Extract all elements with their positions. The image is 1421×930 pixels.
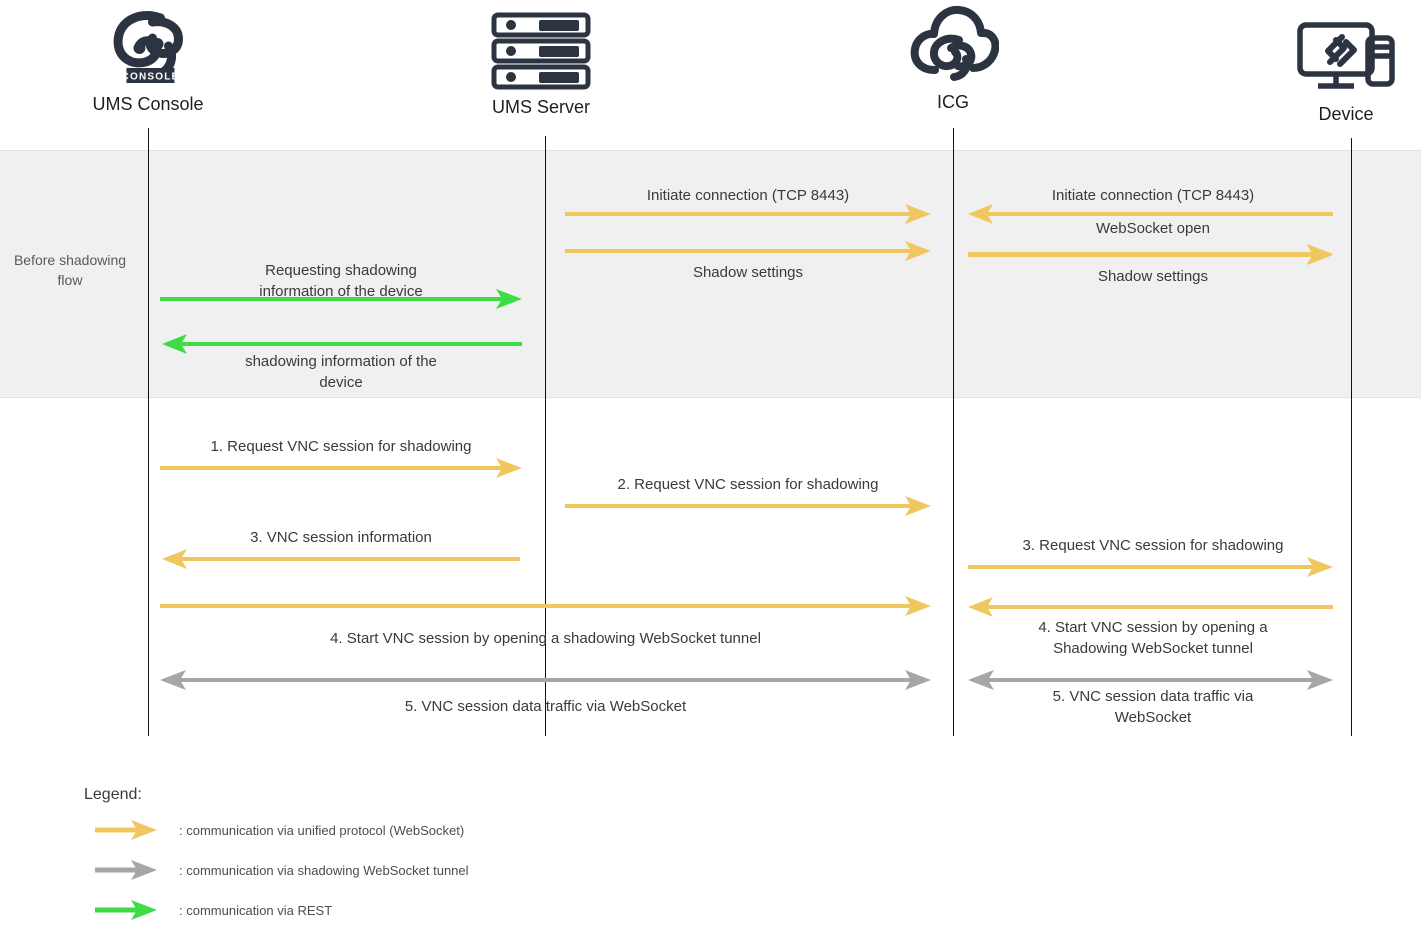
- message-arrow-m6: [160, 288, 522, 310]
- legend-arrow-rest-icon: [95, 900, 157, 920]
- actor-device: Device: [1296, 12, 1396, 125]
- actor-label-device: Device: [1318, 104, 1374, 124]
- message-arrow-m14: [160, 669, 931, 691]
- message-label-m12: 4. Start VNC session by opening a shadow…: [330, 630, 761, 647]
- message-label-m13: 4. Start VNC session by opening a Shadow…: [1038, 619, 1268, 657]
- igel-console-logo-icon: CONSOLE: [92, 2, 203, 94]
- legend-arrow-unified-protocol-icon: [95, 820, 157, 840]
- message-label-m1: Initiate connection (TCP 8443): [646, 187, 850, 204]
- actor-ums-console: CONSOLE UMS Console: [92, 2, 204, 115]
- message-arrow-m13: [968, 596, 1333, 618]
- actor-label-ums-server: UMS Server: [491, 97, 590, 117]
- desktop-device-icon: [1296, 12, 1396, 104]
- lifeline-icg: [953, 128, 954, 736]
- lifeline-device: [1351, 138, 1352, 736]
- svg-text:CONSOLE: CONSOLE: [121, 72, 179, 83]
- message-label-m6: Requesting shadowing information of the …: [259, 262, 423, 300]
- legend-item-shadowing-tunnel: : communication via shadowing WebSocket …: [95, 860, 469, 880]
- message-arrow-m10: [162, 548, 520, 570]
- message-label-m7: shadowing information of the device: [245, 353, 437, 391]
- legend-title: Legend:: [84, 786, 142, 803]
- legend-text-shadowing-tunnel: : communication via shadowing WebSocket …: [179, 862, 469, 878]
- cloud-gateway-icon: [907, 0, 999, 92]
- message-label-m8: 1. Request VNC session for shadowing: [210, 438, 472, 455]
- legend-arrow-shadowing-tunnel-icon: [95, 860, 157, 880]
- message-label-m9: 2. Request VNC session for shadowing: [617, 476, 879, 493]
- message-arrow-m1: [565, 203, 931, 225]
- message-label-m3: WebSocket open: [1096, 220, 1210, 237]
- legend-item-unified-protocol: : communication via unified protocol (We…: [95, 820, 464, 840]
- actor-icg: ICG: [907, 0, 999, 113]
- message-label-m14: 5. VNC session data traffic via WebSocke…: [404, 698, 687, 715]
- message-arrow-m15: [968, 669, 1333, 691]
- message-label-m15: 5. VNC session data traffic via WebSocke…: [1052, 688, 1254, 726]
- message-arrow-m12: [160, 595, 931, 617]
- actor-ums-server: UMS Server: [489, 5, 593, 118]
- message-label-m2: Initiate connection (TCP 8443): [1051, 187, 1255, 204]
- message-arrow-m5: [968, 244, 1333, 266]
- server-stack-icon: [489, 5, 593, 97]
- message-arrow-m11: [968, 556, 1333, 578]
- message-label-m4: Shadow settings: [692, 264, 804, 281]
- actor-label-ums-console: UMS Console: [92, 94, 204, 114]
- before-shadowing-flow-band: [0, 150, 1421, 398]
- message-arrow-m9: [565, 495, 931, 517]
- lifeline-ums-console: [148, 128, 149, 736]
- legend-text-unified-protocol: : communication via unified protocol (We…: [179, 822, 465, 838]
- lifeline-ums-server: [545, 136, 546, 736]
- message-arrow-m7: [162, 333, 522, 355]
- message-label-m10: 3. VNC session information: [250, 529, 432, 546]
- message-label-m5: Shadow settings: [1097, 268, 1209, 285]
- band-label-before-shadowing-flow: Before shadowing flow: [13, 252, 127, 288]
- actor-label-icg: ICG: [936, 92, 969, 112]
- message-arrow-m8: [160, 457, 522, 479]
- legend-text-rest: : communication via REST: [179, 902, 333, 918]
- message-arrow-m2: [968, 203, 1333, 225]
- legend-item-rest: : communication via REST: [95, 900, 332, 920]
- message-arrow-m4: [565, 240, 931, 262]
- message-label-m11: 3. Request VNC session for shadowing: [1022, 537, 1284, 554]
